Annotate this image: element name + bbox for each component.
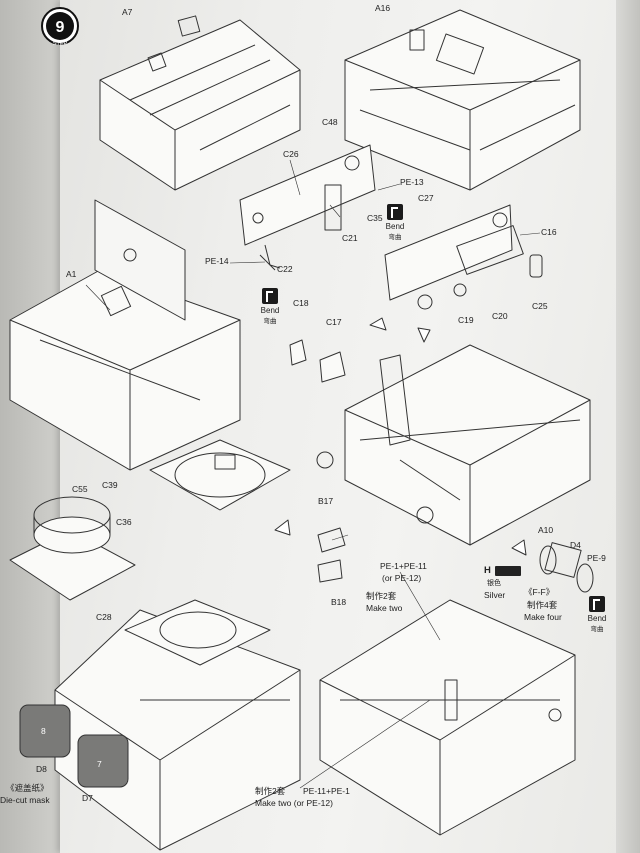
label-a1: A1 [66,269,77,279]
label-c19: C19 [458,315,474,325]
hull-box-middle-left [9,199,241,471]
bend-icon [387,204,403,220]
label-c36: C36 [116,517,132,527]
label-c25: C25 [532,301,548,311]
color-name: Silver [484,590,506,600]
label-a10: A10 [538,525,554,535]
note-make-four-zh: 制作4套 [527,600,558,610]
note-bottom-make-zh: 制作2套 [255,786,286,796]
bend-icon [589,596,605,612]
note-bottom-make: Make two (or PE-12) [255,798,333,808]
label-a16: A16 [375,3,391,13]
step-number: 9 [56,19,65,36]
note-make-two-zh: 制作2套 [366,591,397,601]
label-pe14: PE-14 [205,256,229,266]
note-pe-combo: PE-1+PE-11 [380,561,427,571]
label-pe9: PE-9 [587,553,606,563]
note-ff: 《F-F》 [524,587,555,597]
hull-box-middle-right [316,344,591,546]
bend-icon [262,288,278,304]
color-code: H [484,565,491,576]
label-pe13: PE-13 [400,177,424,187]
bend-text-zh: 弯曲 [263,318,277,325]
barrel-part-a10 [539,542,594,593]
bend-text-zh: 弯曲 [388,234,402,241]
label-c35: C35 [367,213,383,223]
next-page-edge [616,0,640,853]
hull-box-bottom-left [19,599,301,851]
bulkhead-panel-center [239,144,376,271]
bend-text-zh: 弯曲 [590,626,604,633]
ring-part-c36 [9,496,136,601]
label-c18: C18 [293,298,309,308]
label-c26: C26 [283,149,299,159]
note-diecut: Die-cut mask [0,795,50,805]
label-c21: C21 [342,233,358,243]
step-badge: 9 STEP [40,6,90,48]
label-a7: A7 [122,7,133,17]
hull-box-top-left [99,15,301,191]
label-c28: C28 [96,612,112,622]
label-c20: C20 [492,311,508,321]
hull-box-bottom-right [319,599,576,836]
hatch-ring-plate [149,439,291,511]
label-d7: D7 [82,793,93,803]
label-c17: C17 [326,317,342,327]
label-c27: C27 [418,193,434,203]
label-c16: C16 [541,227,557,237]
bend-callout-1: Bend 弯曲 [380,204,410,241]
label-d4: D4 [570,540,581,550]
label-c48: C48 [322,117,338,127]
note-bottom-pe: PE-11+PE-1 [303,786,350,796]
label-b17: B17 [318,496,334,506]
bulkhead-panel-right [384,204,543,310]
note-make-two: Make two [366,603,403,613]
label-b18: B18 [331,597,347,607]
note-pe-alt: (or PE-12) [382,573,422,583]
label-c39: C39 [102,480,118,490]
step-badge-graphic: 9 STEP [41,7,79,47]
bend-text: Bend [385,222,405,231]
label-c22: C22 [277,264,293,274]
hull-box-top-right [344,9,581,191]
mask-number-7: 7 [97,759,102,769]
color-name-zh: 银色 [487,580,501,587]
step-word: STEP [53,41,68,47]
color-chip-icon [495,566,521,576]
note-diecut-zh: 《遮盖纸》 [6,783,49,793]
bend-callout-3: Bend 弯曲 [582,596,612,633]
mask-number-8: 8 [41,726,46,736]
bend-text: Bend [587,614,607,623]
bend-callout-2: Bend 弯曲 [255,288,285,325]
note-make-four: Make four [524,612,562,622]
label-c55: C55 [72,484,88,494]
bend-text: Bend [260,306,280,315]
label-d8: D8 [36,764,47,774]
